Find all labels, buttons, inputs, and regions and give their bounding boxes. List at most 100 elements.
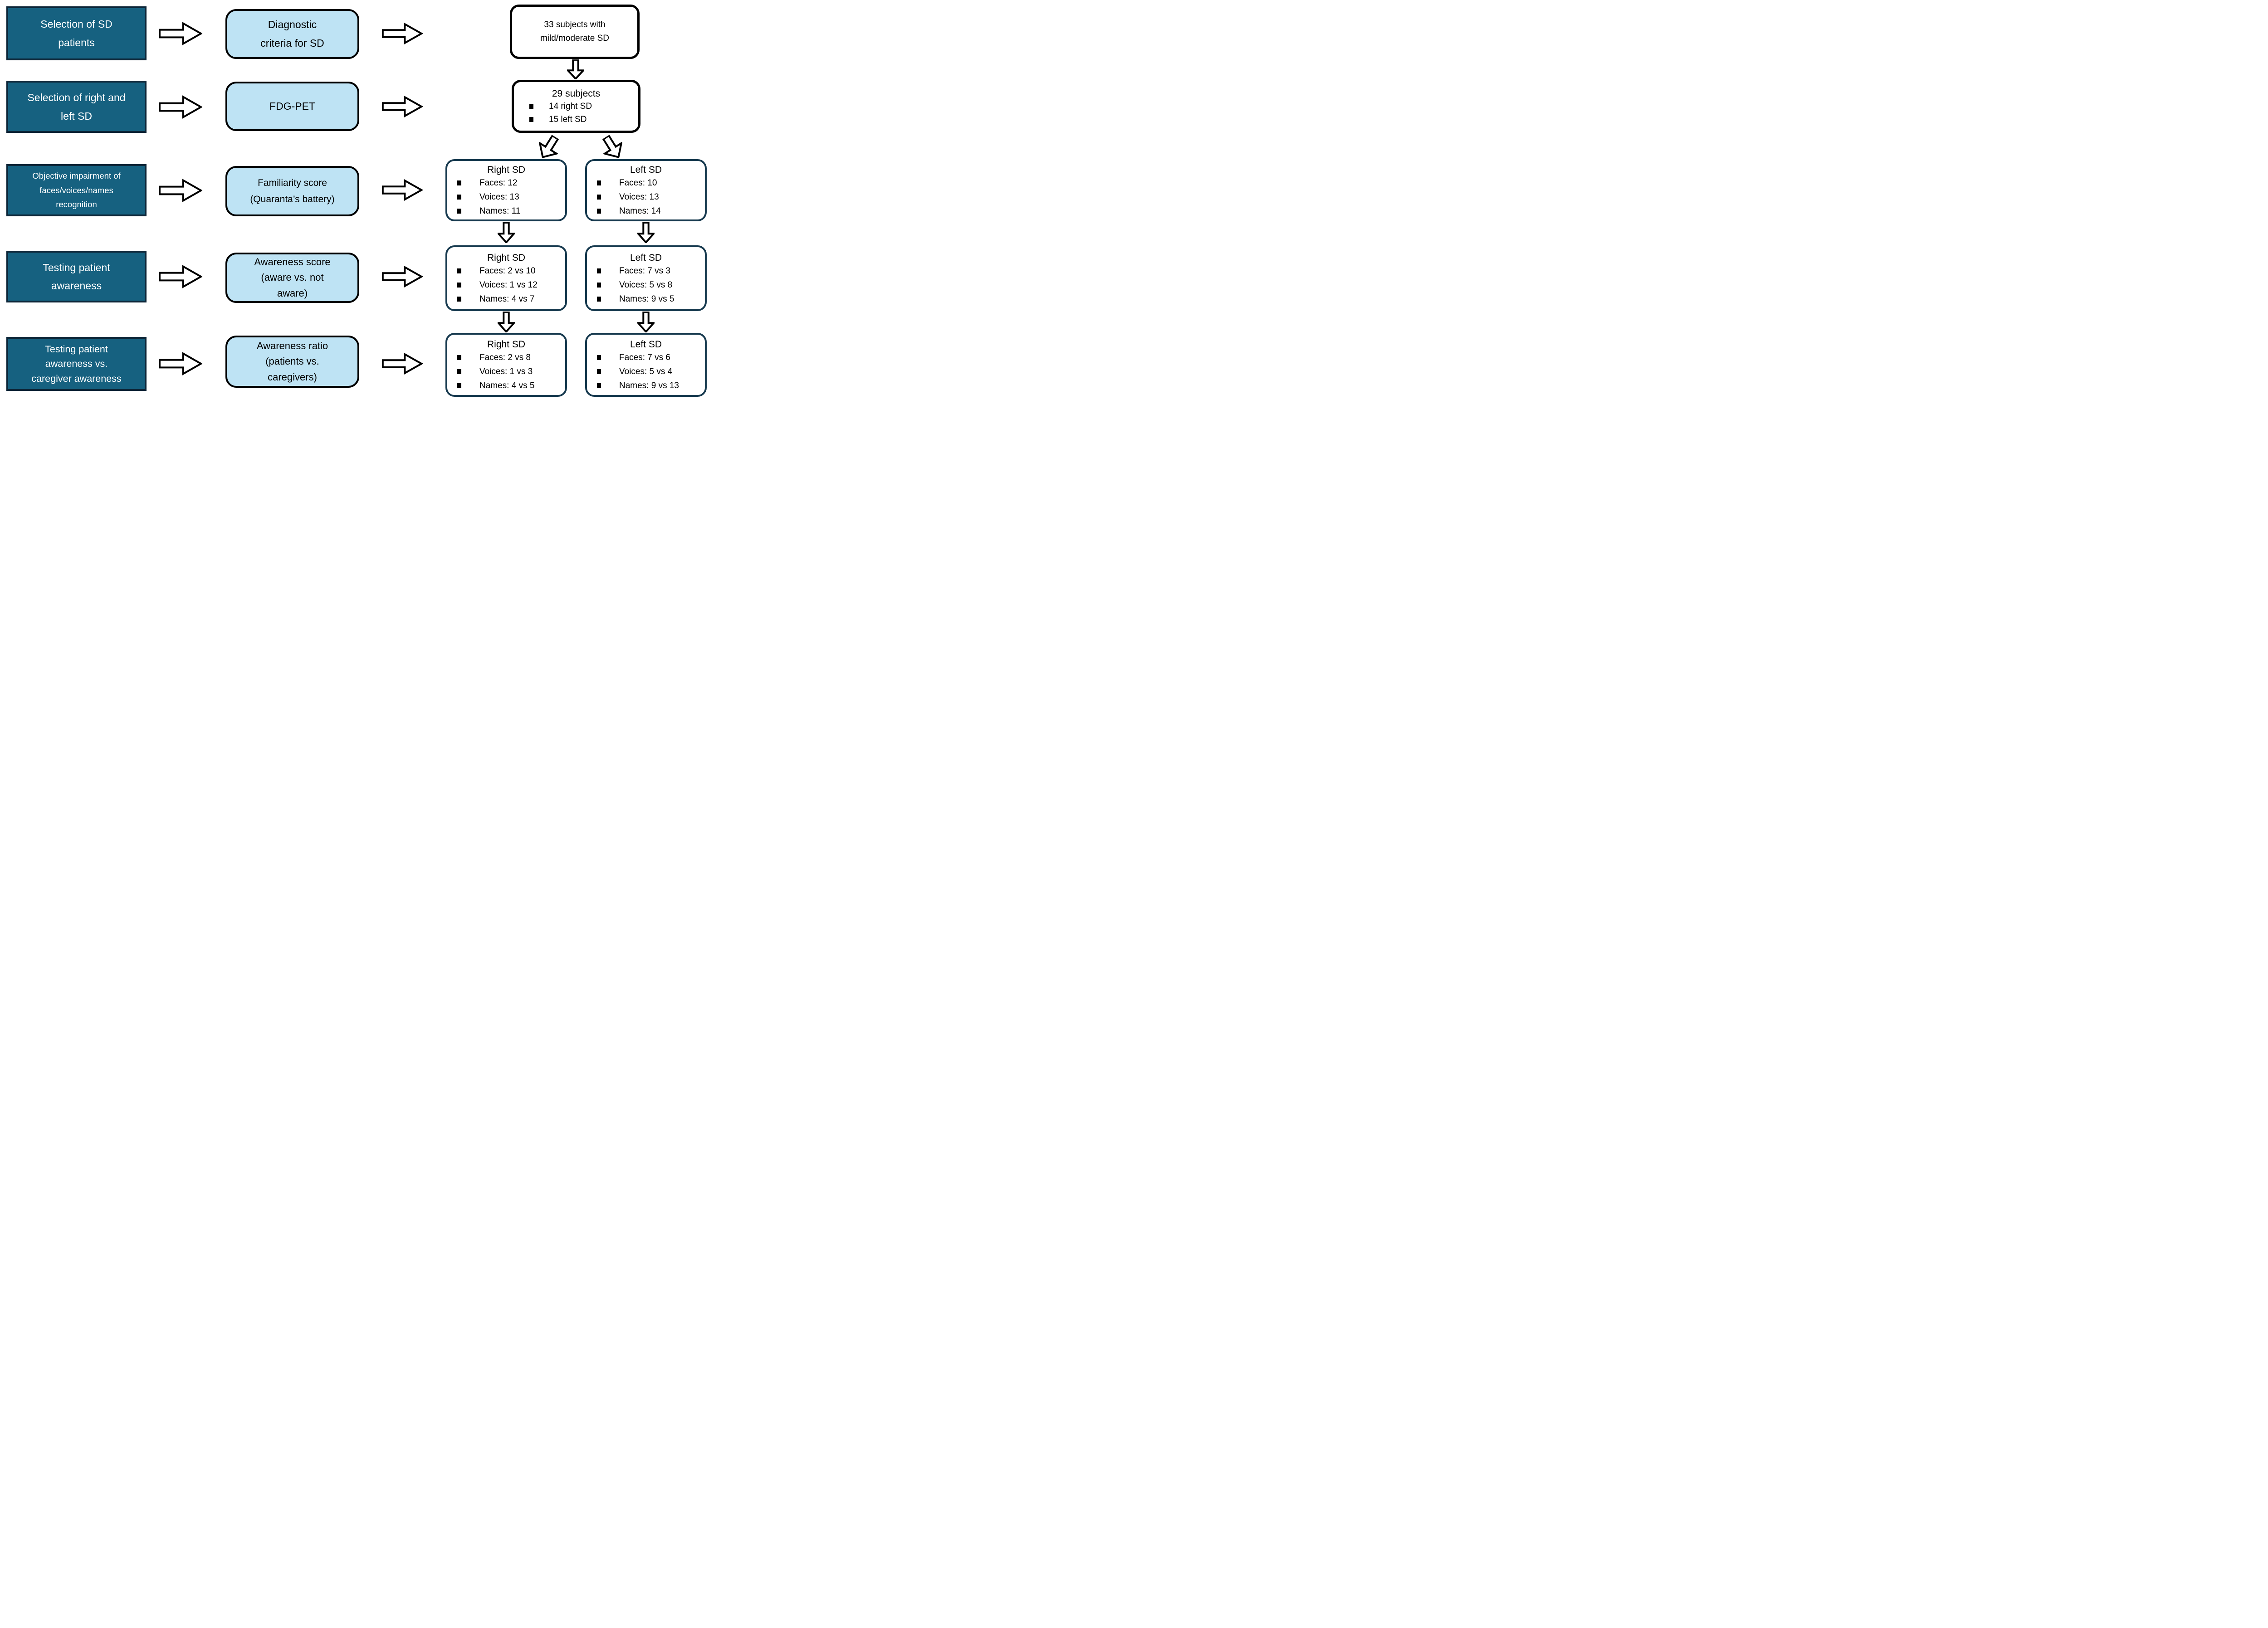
step-box-objective-impairment: Objective impairment of faces/voices/nam… (6, 164, 147, 216)
result-box-awareness-ratio-left-sd: Left SD Faces: 7 vs 6 Voices: 5 vs 4 Nam… (585, 333, 707, 397)
list-item: Faces: 7 vs 6 (597, 353, 705, 363)
method-box-awareness-ratio: Awareness ratio (patients vs. caregivers… (225, 336, 359, 388)
block-arrow-right-icon (159, 178, 202, 203)
list-item-text: Faces: 7 vs 3 (619, 266, 670, 276)
list-item-text: Faces: 2 vs 8 (479, 352, 531, 362)
block-arrow-right-icon (382, 265, 423, 288)
list-item: Names: 11 (457, 206, 565, 216)
step-box-testing-awareness-vs-caregiver: Testing patient awareness vs. caregiver … (6, 337, 147, 391)
result-title: Left SD (630, 252, 662, 263)
list-item: Names: 9 vs 5 (597, 294, 705, 304)
list-item: Names: 9 vs 13 (597, 381, 705, 391)
list-item: Faces: 12 (457, 178, 565, 188)
result-box-awareness-ratio-right-sd: Right SD Faces: 2 vs 8 Voices: 1 vs 3 Na… (445, 333, 567, 397)
method-label: Awareness score (aware vs. not aware) (254, 256, 331, 299)
result-box-awareness-left-sd: Left SD Faces: 7 vs 3 Voices: 5 vs 8 Nam… (585, 245, 707, 311)
list-item-text: Names: 11 (479, 206, 521, 216)
step-box-selection-sd-patients: Selection of SD patients (6, 6, 147, 60)
square-bullet-icon (457, 195, 461, 200)
result-box-familiarity-left-sd: Left SD Faces: 10 Voices: 13 Names: 14 (585, 159, 707, 221)
block-arrow-right-icon (382, 352, 423, 375)
list-item-text: Faces: 10 (619, 178, 657, 188)
square-bullet-icon (597, 195, 601, 200)
square-bullet-icon (457, 369, 461, 374)
result-title: Right SD (487, 339, 526, 350)
list-item-text: 14 right SD (549, 101, 592, 111)
result-text: 33 subjects with mild/moderate SD (540, 19, 610, 43)
list-item: Voices: 5 vs 4 (597, 367, 705, 377)
list-item: Voices: 5 vs 8 (597, 280, 705, 290)
square-bullet-icon (597, 383, 601, 388)
list-item-text: Voices: 5 vs 4 (619, 366, 673, 376)
step-label: Selection of right and left SD (27, 92, 126, 122)
block-arrow-right-icon (159, 94, 202, 120)
list-item-text: 15 left SD (549, 114, 587, 124)
list-item: Names: 4 vs 5 (457, 381, 565, 391)
block-arrow-right-icon (159, 264, 202, 289)
result-title: Right SD (487, 252, 526, 263)
square-bullet-icon (457, 297, 461, 302)
step-box-testing-patient-awareness: Testing patient awareness (6, 251, 147, 302)
block-arrow-diagonal-down-left-icon (533, 131, 564, 163)
square-bullet-icon (597, 268, 601, 273)
result-box-awareness-right-sd: Right SD Faces: 2 vs 10 Voices: 1 vs 12 … (445, 245, 567, 311)
square-bullet-icon (529, 104, 533, 109)
step-label: Testing patient awareness (43, 261, 110, 292)
list-item-text: Voices: 5 vs 8 (619, 280, 673, 290)
square-bullet-icon (457, 268, 461, 273)
list-item-text: Names: 4 vs 7 (479, 294, 535, 304)
list-item: Voices: 13 (457, 192, 565, 202)
list-item-text: Voices: 1 vs 12 (479, 280, 538, 290)
list-item: Faces: 2 vs 10 (457, 266, 565, 276)
method-label: FDG-PET (269, 100, 315, 112)
step-box-selection-right-left-sd: Selection of right and left SD (6, 81, 147, 133)
square-bullet-icon (457, 180, 461, 185)
result-title: Left SD (630, 164, 662, 175)
square-bullet-icon (457, 283, 461, 288)
method-label: Diagnostic criteria for SD (260, 18, 324, 49)
block-arrow-right-icon (159, 21, 202, 46)
block-arrow-down-icon (498, 222, 515, 243)
square-bullet-icon (597, 369, 601, 374)
list-item-text: Voices: 1 vs 3 (479, 366, 533, 376)
square-bullet-icon (597, 297, 601, 302)
square-bullet-icon (529, 117, 533, 122)
block-arrow-down-icon (567, 59, 584, 79)
list-item-text: Names: 9 vs 13 (619, 380, 679, 390)
step-label: Testing patient awareness vs. caregiver … (31, 344, 122, 384)
study-flow-diagram: Selection of SD patients Selection of ri… (0, 0, 717, 407)
bullet-list: Faces: 2 vs 8 Voices: 1 vs 3 Names: 4 vs… (447, 353, 565, 391)
step-label: Selection of SD patients (40, 18, 112, 49)
list-item: Faces: 2 vs 8 (457, 353, 565, 363)
bullet-list: Faces: 7 vs 6 Voices: 5 vs 4 Names: 9 vs… (587, 353, 705, 391)
list-item: Voices: 1 vs 3 (457, 367, 565, 377)
list-item: Voices: 1 vs 12 (457, 280, 565, 290)
block-arrow-right-icon (382, 178, 423, 202)
square-bullet-icon (597, 355, 601, 360)
list-item: 15 left SD (529, 115, 638, 125)
list-item-text: Faces: 7 vs 6 (619, 352, 670, 362)
block-arrow-diagonal-down-right-icon (596, 131, 628, 163)
list-item-text: Faces: 2 vs 10 (479, 266, 536, 276)
result-title: 29 subjects (552, 88, 601, 99)
bullet-list: Faces: 12 Voices: 13 Names: 11 (447, 178, 565, 216)
method-label: Familiarity score (Quaranta’s battery) (250, 177, 335, 205)
method-box-familiarity-score: Familiarity score (Quaranta’s battery) (225, 166, 359, 216)
bullet-list: 14 right SD 15 left SD (514, 102, 638, 125)
list-item-text: Voices: 13 (619, 192, 659, 202)
list-item: Voices: 13 (597, 192, 705, 202)
result-title: Right SD (487, 164, 526, 175)
bullet-list: Faces: 2 vs 10 Voices: 1 vs 12 Names: 4 … (447, 266, 565, 304)
list-item-text: Names: 4 vs 5 (479, 380, 535, 390)
list-item: Names: 4 vs 7 (457, 294, 565, 304)
bullet-list: Faces: 10 Voices: 13 Names: 14 (587, 178, 705, 216)
result-box-familiarity-right-sd: Right SD Faces: 12 Voices: 13 Names: 11 (445, 159, 567, 221)
result-box-29-subjects: 29 subjects 14 right SD 15 left SD (512, 80, 640, 133)
block-arrow-right-icon (382, 95, 423, 118)
block-arrow-down-icon (637, 312, 655, 332)
bullet-list: Faces: 7 vs 3 Voices: 5 vs 8 Names: 9 vs… (587, 266, 705, 304)
result-title: Left SD (630, 339, 662, 350)
square-bullet-icon (457, 355, 461, 360)
list-item-text: Faces: 12 (479, 178, 518, 188)
block-arrow-right-icon (382, 22, 423, 45)
